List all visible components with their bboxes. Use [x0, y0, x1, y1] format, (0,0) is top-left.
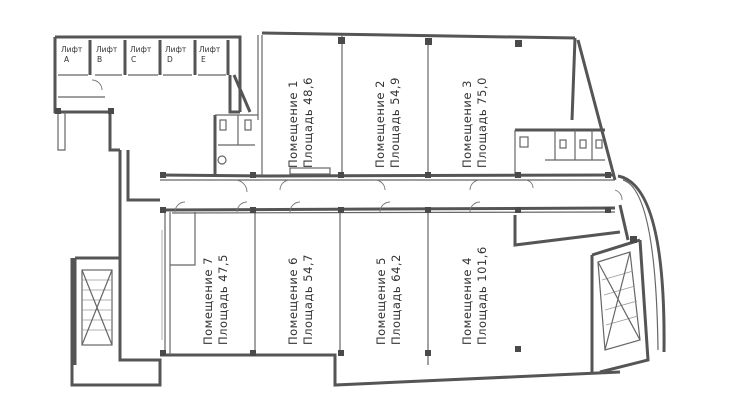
- corridor-walls: [159, 173, 616, 214]
- lift-b-name: Лифт: [96, 45, 118, 54]
- lift-shafts: [57, 40, 252, 151]
- lift-d-name: Лифт: [165, 45, 187, 54]
- room-2-name: Помещение 2: [373, 80, 387, 168]
- room-7-area: Площадь 47,5: [216, 254, 230, 345]
- lower-partitions: [161, 212, 429, 365]
- lift-d-letter: D: [167, 55, 173, 64]
- upper-partitions: [213, 35, 605, 176]
- room-5-name: Помещение 5: [374, 257, 388, 345]
- room-4-name: Помещение 4: [460, 257, 474, 345]
- lift-a-name: Лифт: [61, 45, 83, 54]
- right-staircase: [597, 251, 641, 351]
- room-3-name: Помещение 3: [460, 80, 474, 168]
- sanitary-fixtures: [217, 119, 603, 175]
- lift-e-letter: E: [201, 55, 206, 64]
- outer-walls: [53, 31, 666, 387]
- left-staircase: [81, 269, 113, 346]
- room-3-area: Площадь 75,0: [475, 77, 489, 168]
- room-1-name: Помещение 1: [286, 80, 300, 168]
- lift-labels: Лифт A Лифт B Лифт C Лифт D Лифт E: [61, 45, 221, 64]
- room-4-area: Площадь 101,6: [475, 246, 489, 345]
- columns: [55, 37, 637, 356]
- room-labels: Помещение 1 Площадь 48,6 Помещение 2 Пло…: [201, 77, 489, 345]
- lift-c-letter: C: [131, 55, 136, 64]
- lift-a-letter: A: [64, 55, 70, 64]
- doors: [91, 79, 623, 213]
- lift-e-name: Лифт: [199, 45, 221, 54]
- room-1-area: Площадь 48,6: [301, 77, 315, 168]
- lift-b-letter: B: [97, 55, 102, 64]
- room-2-area: Площадь 54,9: [388, 77, 402, 168]
- lift-c-name: Лифт: [130, 45, 152, 54]
- room-6-area: Площадь 54,7: [301, 254, 315, 345]
- room-6-name: Помещение 6: [286, 257, 300, 345]
- room-7-name: Помещение 7: [201, 257, 215, 345]
- room-5-area: Площадь 64,2: [389, 254, 403, 345]
